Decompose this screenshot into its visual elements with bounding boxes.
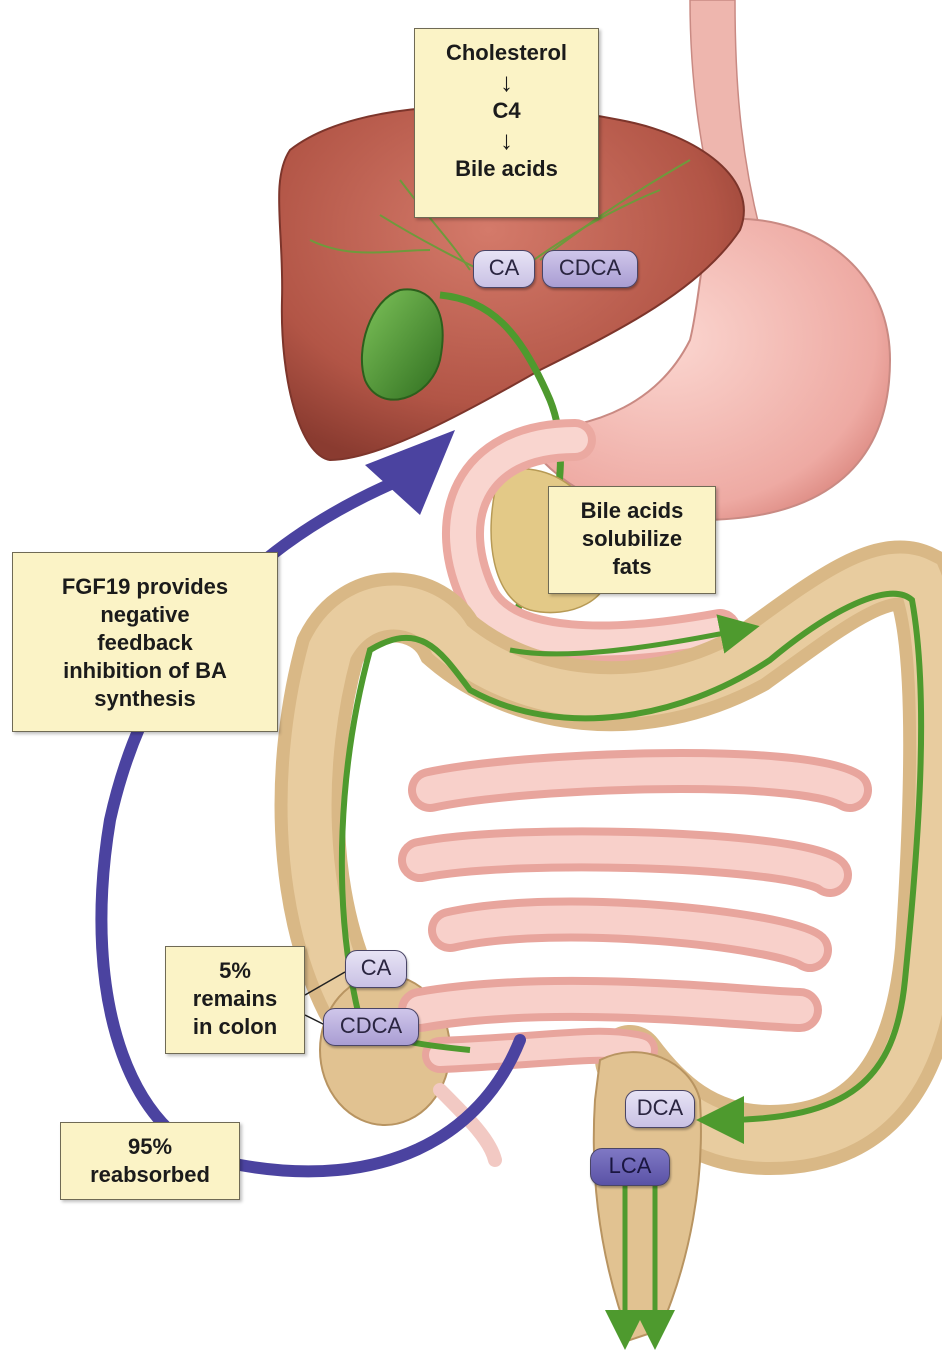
fats-line3: fats	[549, 553, 715, 581]
colon-line3: in colon	[166, 1013, 304, 1041]
lca-pill: LCA	[590, 1148, 670, 1186]
reabsorbed-line1: 95%	[61, 1133, 239, 1161]
dca-pill: DCA	[625, 1090, 695, 1128]
fgf19-feedback-box: FGF19 provides negative feedback inhibit…	[12, 552, 278, 732]
fats-box: Bile acids solubilize fats	[548, 486, 716, 594]
feedback-line3: feedback	[13, 629, 277, 657]
reabsorbed-box: 95% reabsorbed	[60, 1122, 240, 1200]
arrow-icon: ↓	[415, 125, 598, 155]
fats-line1: Bile acids	[549, 497, 715, 525]
feedback-line2: negative	[13, 601, 277, 629]
cholesterol-label: Cholesterol	[415, 39, 598, 67]
colon-line1: 5%	[166, 957, 304, 985]
small-intestine	[420, 771, 850, 1055]
feedback-line4: inhibition of BA	[13, 657, 277, 685]
bile-synthesis-box: Cholesterol ↓ C4 ↓ Bile acids	[414, 28, 599, 218]
arrow-icon: ↓	[415, 67, 598, 97]
colon-ca-pill: CA	[345, 950, 407, 988]
feedback-line5: synthesis	[13, 685, 277, 713]
liver-ca-pill: CA	[473, 250, 535, 288]
c4-label: C4	[415, 97, 598, 125]
colon-remains-box: 5% remains in colon	[165, 946, 305, 1054]
fats-line2: solubilize	[549, 525, 715, 553]
liver-cdca-pill: CDCA	[542, 250, 638, 288]
feedback-line1: FGF19 provides	[13, 573, 277, 601]
colon-line2: remains	[166, 985, 304, 1013]
colon-cdca-pill: CDCA	[323, 1008, 419, 1046]
reabsorbed-line2: reabsorbed	[61, 1161, 239, 1189]
bile-acids-label: Bile acids	[415, 155, 598, 183]
